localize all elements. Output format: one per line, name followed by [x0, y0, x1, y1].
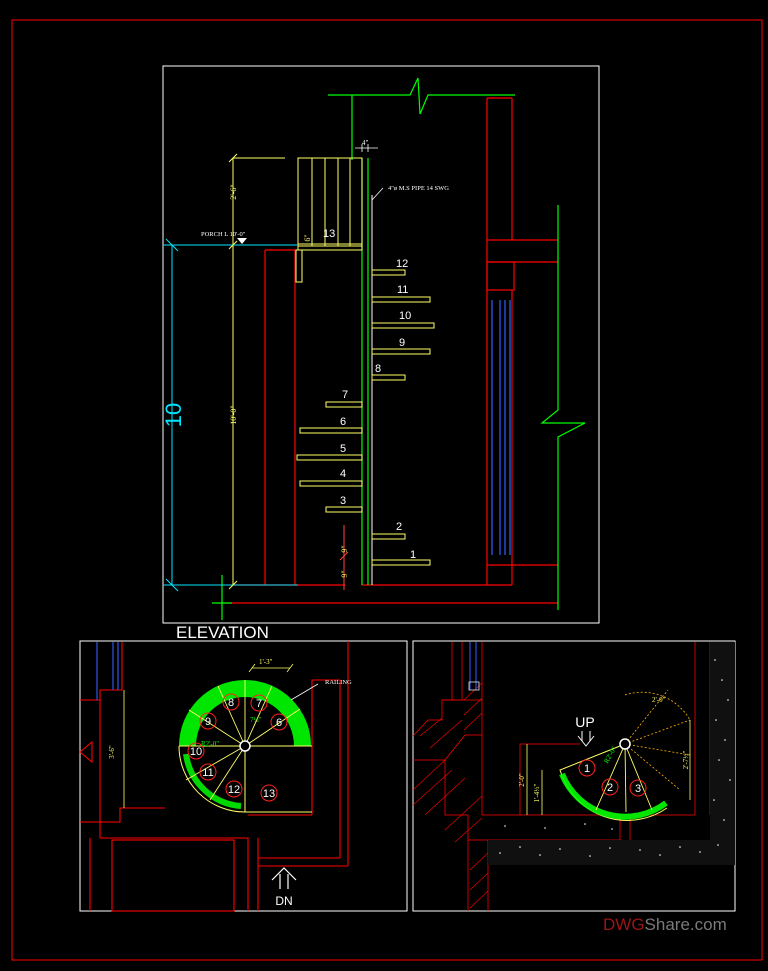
elevation-view: 1 2 3 4 5 6 7 8 9 10 11 12 13 10	[161, 65, 600, 642]
elev-step-6: 6	[340, 416, 346, 428]
elev-step-1: 1	[410, 549, 416, 561]
dim-total-height: 10'-0"	[229, 405, 238, 424]
dim-nine-a: 9"	[340, 545, 349, 552]
plan-step-8: 8	[228, 697, 234, 709]
elev-step-11: 11	[397, 284, 408, 296]
concrete-fill	[488, 642, 735, 865]
lower-step-3: 3	[635, 783, 641, 795]
railing-label: RAILING	[325, 679, 352, 686]
lower-radius-label: R2'-0"	[602, 745, 618, 765]
watermark-part1: DWG	[603, 915, 645, 934]
elev-step-13: 13	[323, 228, 335, 240]
dim-rail-height: 2'-6"	[229, 184, 238, 199]
upper-tread-dim: 7½"	[250, 716, 262, 724]
plan-lower-frame	[412, 640, 736, 912]
plan-step-12: 12	[228, 784, 240, 796]
plan-step-10: 10	[190, 746, 202, 758]
sheet-border	[11, 19, 763, 961]
elev-step-8: 8	[375, 363, 381, 375]
elevation-height-label: 10	[161, 403, 186, 427]
lower-dim-left-a: 2'-0"	[518, 773, 526, 787]
elev-step-7: 7	[342, 389, 348, 401]
dim-nine-b: 9"	[340, 570, 349, 577]
upper-dim-top: 1'-3"	[259, 658, 273, 666]
plan-step-11: 11	[202, 767, 213, 779]
elev-step-3: 3	[340, 495, 346, 507]
elev-step-9: 9	[399, 337, 405, 349]
lower-dim-top: 2'-0"	[652, 696, 666, 704]
elev-step-2: 2	[396, 521, 402, 533]
down-arrow-icon	[271, 867, 297, 889]
elevation-title: ELEVATION	[176, 623, 269, 642]
elevation-treads	[296, 269, 435, 566]
up-arrow-icon	[577, 731, 595, 747]
elevation-frame	[162, 65, 600, 624]
watermark-part2: Share.com	[644, 915, 727, 934]
elev-step-10: 10	[399, 310, 411, 322]
lower-dim-left-b: 1'-4½"	[533, 784, 541, 803]
upper-spiral-plan: 6 7 8 9 10 11 12 13 R2'-0" 7½"	[178, 680, 312, 813]
plan-step-6: 6	[276, 717, 282, 729]
dim-six: 6"	[303, 234, 312, 241]
pipe-note: 4"ø M.S PIPE 14 SWG	[388, 185, 449, 192]
plan-lower-view: 1 2 3 R2'-0" 2'-0" 2'-7½" 2'-0" 1'-4½" U…	[412, 640, 736, 912]
upper-dim-side: 3'-6"	[108, 745, 116, 759]
down-label: DN	[275, 894, 292, 908]
lower-step-2: 2	[607, 782, 613, 794]
lower-spiral-plan: 1 2 3 R2'-0"	[559, 689, 691, 821]
upper-radius-label: R2'-0"	[201, 740, 219, 748]
dim-top-four: 4"	[362, 139, 369, 147]
plan-step-13: 13	[263, 788, 275, 800]
elev-step-4: 4	[340, 468, 346, 480]
lower-step-1: 1	[584, 763, 590, 775]
lower-dim-right: 2'-7½"	[682, 751, 690, 770]
plan-step-9: 9	[205, 716, 211, 728]
level-marker-icon	[237, 238, 247, 244]
up-label: UP	[575, 714, 594, 730]
plan-upper-frame	[79, 640, 408, 912]
elev-step-12: 12	[396, 258, 408, 270]
plan-upper-view: 6 7 8 9 10 11 12 13 R2'-0" 7½" 1'-3" 3'-…	[79, 640, 408, 912]
elev-step-5: 5	[340, 443, 346, 455]
plan-step-7: 7	[256, 698, 262, 710]
porch-level-label: PORCH L 10'-0"	[201, 231, 246, 238]
hatch-pattern	[412, 682, 489, 909]
